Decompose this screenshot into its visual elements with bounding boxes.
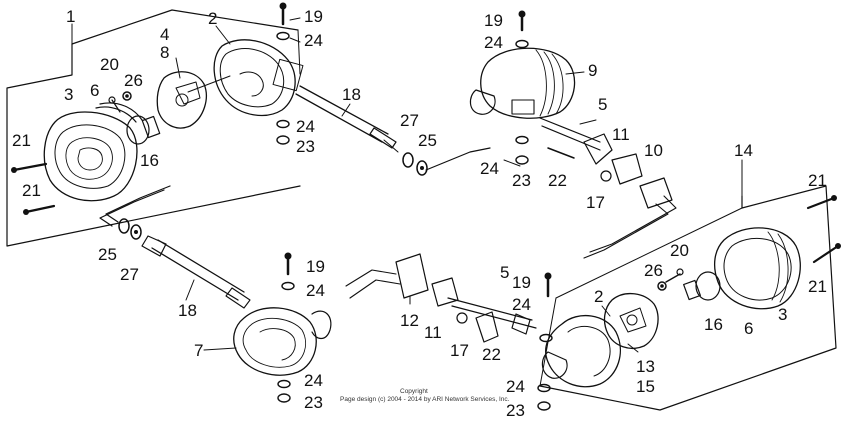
label-26-b: 26 bbox=[644, 261, 663, 280]
label-12: 12 bbox=[400, 311, 419, 330]
label-3-a: 3 bbox=[64, 85, 73, 104]
reflector-8 bbox=[156, 71, 231, 129]
label-20-b: 20 bbox=[670, 241, 689, 260]
screws-21-upper bbox=[11, 162, 56, 215]
label-27-b: 27 bbox=[120, 265, 139, 284]
label-20-a: 20 bbox=[100, 55, 119, 74]
label-25-b: 25 bbox=[98, 245, 117, 264]
label-24-d: 24 bbox=[480, 159, 499, 178]
housing-2-lower bbox=[537, 314, 621, 411]
label-22-b: 22 bbox=[482, 345, 501, 364]
label-8: 8 bbox=[160, 43, 169, 62]
label-6-b: 6 bbox=[744, 319, 753, 338]
label-19-b: 19 bbox=[484, 11, 503, 30]
label-19-a: 19 bbox=[304, 7, 323, 26]
label-24-e: 24 bbox=[306, 281, 325, 300]
label-21-c: 21 bbox=[808, 171, 827, 190]
label-11-a: 11 bbox=[612, 125, 630, 144]
label-5-b: 5 bbox=[500, 263, 509, 282]
label-6-a: 6 bbox=[90, 81, 99, 100]
label-5-a: 5 bbox=[598, 95, 607, 114]
label-21-a: 21 bbox=[12, 131, 31, 150]
label-24-h: 24 bbox=[506, 377, 525, 396]
label-23-a: 23 bbox=[296, 137, 315, 156]
label-10: 10 bbox=[644, 141, 663, 160]
label-23-d: 23 bbox=[506, 401, 525, 420]
housing-2-upper bbox=[213, 39, 304, 117]
lens-3-lower bbox=[713, 227, 801, 310]
nuts-upper-mid bbox=[276, 2, 290, 145]
signal-9-upper-right bbox=[469, 10, 576, 119]
label-21-d: 21 bbox=[808, 277, 827, 296]
label-11-b: 11 bbox=[424, 323, 442, 342]
stem-18-upper bbox=[295, 85, 399, 153]
screws-21-lower bbox=[806, 195, 841, 264]
lens-3-upper bbox=[43, 102, 143, 202]
label-26-a: 26 bbox=[124, 71, 143, 90]
label-2-upper: 2 bbox=[208, 9, 217, 28]
fasteners-lower-mid bbox=[277, 252, 295, 403]
part-labels: 1 2 4 8 19 24 20 26 6 3 18 21 16 21 24 2… bbox=[12, 7, 827, 420]
screw-20-lower bbox=[657, 268, 684, 291]
reflector-13 bbox=[603, 293, 659, 349]
label-25-a: 25 bbox=[418, 131, 437, 150]
frame-1-outline bbox=[6, 9, 301, 247]
label-2-lower: 2 bbox=[594, 287, 603, 306]
washers-25-27-lower bbox=[99, 185, 171, 240]
label-22-a: 22 bbox=[548, 171, 567, 190]
label-16-a: 16 bbox=[140, 151, 159, 170]
signal-7-lower-left bbox=[233, 307, 332, 376]
screw-20-upper bbox=[108, 91, 132, 113]
bracket-assembly-lower-mid bbox=[345, 253, 553, 343]
label-4: 4 bbox=[160, 25, 169, 44]
label-18-a: 18 bbox=[342, 85, 361, 104]
label-23-c: 23 bbox=[304, 393, 323, 412]
label-19-d: 19 bbox=[512, 273, 531, 292]
label-14: 14 bbox=[734, 141, 753, 160]
stem-18-lower bbox=[141, 235, 251, 309]
label-15: 15 bbox=[636, 377, 655, 396]
label-3-b: 3 bbox=[778, 305, 787, 324]
leader-lines bbox=[71, 17, 743, 353]
bulb-16-lower bbox=[683, 271, 721, 301]
label-16-b: 16 bbox=[704, 315, 723, 334]
label-24-f: 24 bbox=[512, 295, 531, 314]
label-13: 13 bbox=[636, 357, 655, 376]
label-23-b: 23 bbox=[512, 171, 531, 190]
label-24-c: 24 bbox=[484, 33, 503, 52]
label-24-g: 24 bbox=[304, 371, 323, 390]
label-24-a: 24 bbox=[304, 31, 323, 50]
label-21-b: 21 bbox=[22, 181, 41, 200]
bracket-assembly-upper-right bbox=[503, 117, 677, 259]
label-19-c: 19 bbox=[306, 257, 325, 276]
copyright-line-1: Copyright bbox=[400, 388, 428, 395]
washers-27-25-upper bbox=[402, 147, 491, 176]
label-7: 7 bbox=[194, 341, 203, 360]
label-27-a: 27 bbox=[400, 111, 419, 130]
label-17-a: 17 bbox=[586, 193, 605, 212]
copyright-notice: Copyright Page design (c) 2004 - 2014 by… bbox=[340, 388, 510, 403]
label-18-b: 18 bbox=[178, 301, 197, 320]
label-17-b: 17 bbox=[450, 341, 469, 360]
bulb-16-upper bbox=[126, 115, 161, 145]
label-9: 9 bbox=[588, 61, 597, 80]
copyright-line-2: Page design (c) 2004 - 2014 by ARI Netwo… bbox=[340, 396, 510, 403]
label-1: 1 bbox=[66, 7, 75, 26]
label-24-b: 24 bbox=[296, 117, 315, 136]
